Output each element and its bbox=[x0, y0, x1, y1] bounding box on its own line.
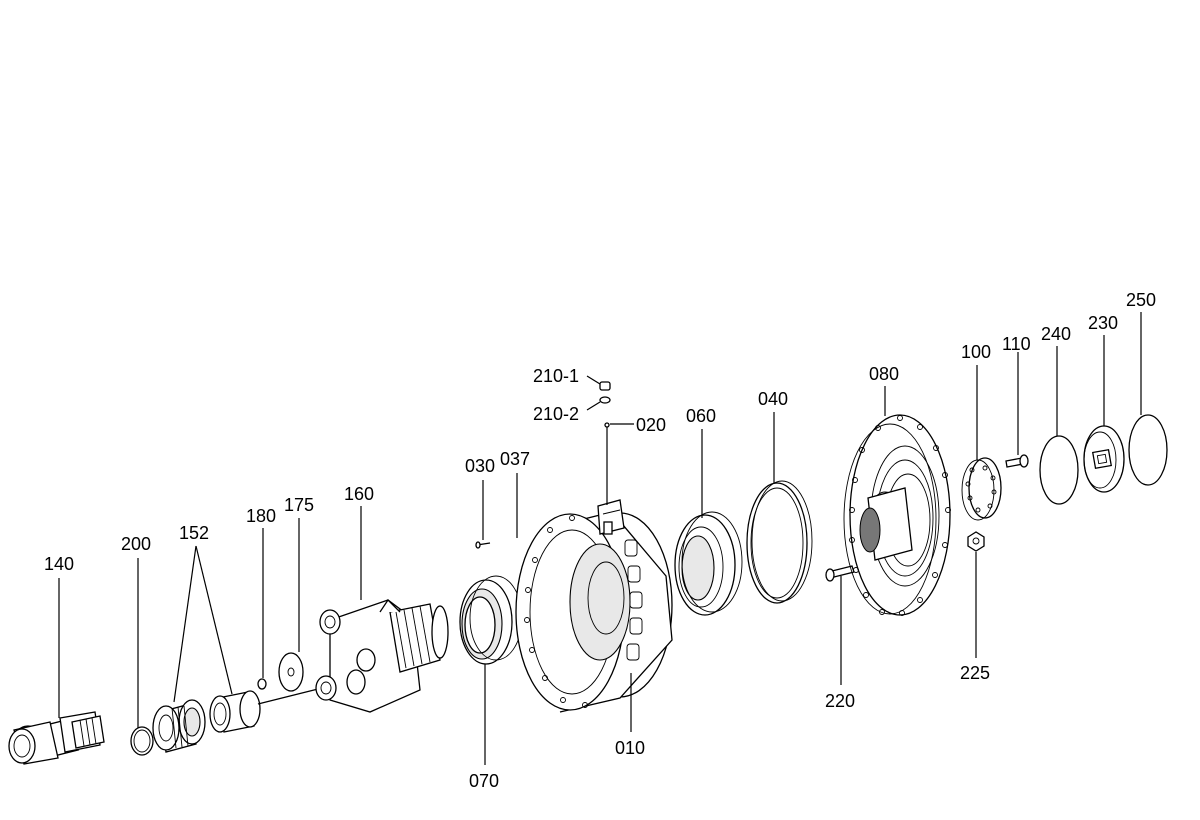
label-200: 200 bbox=[121, 534, 151, 554]
housing-bolt-holes bbox=[524, 515, 588, 708]
label-030: 030 bbox=[465, 456, 495, 476]
cover-holes bbox=[965, 465, 997, 513]
part-080-hub bbox=[843, 414, 951, 616]
label-100: 100 bbox=[961, 342, 991, 362]
label-225: 225 bbox=[960, 663, 990, 683]
part-040-o-ring bbox=[746, 480, 813, 604]
label-152: 152 bbox=[179, 523, 209, 543]
part-210-1-plug bbox=[599, 381, 611, 391]
part-160-planet-carrier bbox=[315, 598, 449, 713]
part-152-needle-bearing bbox=[209, 690, 261, 733]
label-110: 110 bbox=[1002, 334, 1031, 354]
part-175-washer bbox=[257, 652, 323, 705]
label-180: 180 bbox=[246, 506, 276, 526]
label-070: 070 bbox=[469, 771, 499, 791]
label-040: 040 bbox=[758, 389, 788, 409]
label-230: 230 bbox=[1088, 313, 1118, 333]
label-060: 060 bbox=[686, 406, 716, 426]
label-175: 175 bbox=[284, 495, 314, 515]
part-100-cover bbox=[961, 457, 1002, 521]
hub-bolt-holes bbox=[849, 415, 951, 616]
part-250-o-ring bbox=[1128, 414, 1168, 486]
part-230-cap bbox=[1083, 425, 1125, 493]
label-140: 140 bbox=[44, 554, 74, 574]
part-060-seal bbox=[674, 511, 743, 616]
label-250: 250 bbox=[1126, 290, 1156, 310]
part-030-pin bbox=[475, 541, 491, 549]
part-240-o-ring bbox=[1039, 435, 1079, 505]
part-020-plug bbox=[604, 422, 610, 428]
label-037: 037 bbox=[500, 449, 530, 469]
label-010: 010 bbox=[615, 738, 645, 758]
part-200-snap-ring bbox=[130, 726, 154, 756]
part-220-wheel-stud bbox=[825, 565, 855, 582]
leader-lines bbox=[58, 312, 1142, 765]
part-225-nut bbox=[967, 531, 985, 552]
label-240: 240 bbox=[1041, 324, 1071, 344]
part-110-screw bbox=[1005, 454, 1029, 468]
label-080: 080 bbox=[869, 364, 899, 384]
part-labels: 140 200 152 180 175 160 030 037 210-1 21… bbox=[44, 290, 1156, 791]
label-220: 220 bbox=[825, 691, 855, 711]
label-210-2: 210-2 bbox=[533, 404, 579, 424]
part-140-shaft bbox=[8, 711, 105, 765]
housing-slots bbox=[624, 539, 643, 661]
part-180-ball bbox=[257, 678, 267, 690]
part-152-gear-bearing bbox=[152, 699, 206, 753]
label-020: 020 bbox=[636, 415, 666, 435]
part-210-2-seal-ring bbox=[599, 396, 611, 404]
label-160: 160 bbox=[344, 484, 374, 504]
part-010-housing bbox=[515, 499, 673, 713]
label-210-1: 210-1 bbox=[533, 366, 579, 386]
part-070-bearing bbox=[459, 575, 523, 665]
